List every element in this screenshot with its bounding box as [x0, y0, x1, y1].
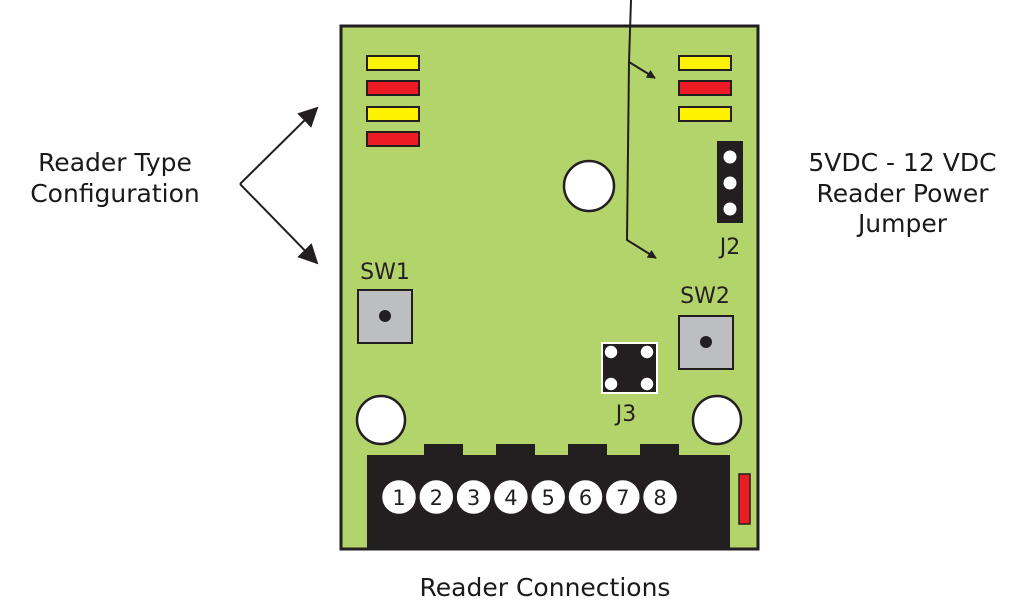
j3-jumper	[601, 342, 658, 394]
led-yellow	[678, 106, 732, 122]
led-yellow	[366, 106, 420, 122]
terminal-3	[455, 478, 492, 516]
mounting-hole	[355, 394, 407, 446]
mounting-hole	[691, 394, 743, 446]
led-yellow	[678, 55, 732, 71]
terminal-number: 7	[616, 486, 629, 510]
terminal-block-tab	[640, 444, 679, 456]
j2-jumper	[717, 141, 743, 223]
sw2-label: SW2	[680, 284, 730, 309]
terminal-number: 5	[542, 486, 555, 510]
terminal-7	[604, 478, 642, 516]
left-led-group	[366, 55, 420, 147]
j2-pin	[723, 202, 737, 216]
j3-label: J3	[614, 402, 637, 427]
sw2-switch-center	[700, 336, 712, 348]
terminal-number: 2	[430, 486, 443, 510]
pointer-arrow-bottom	[625, 61, 657, 259]
power-line-1: 5VDC - 12 VDC	[808, 148, 997, 177]
led-yellow	[366, 55, 420, 71]
j3-pin	[603, 376, 619, 392]
right-led-group	[678, 55, 732, 122]
sw1-label: SW1	[360, 260, 410, 285]
reader-power-jumper-label: 5VDC - 12 VDC Reader Power Jumper	[790, 148, 1015, 240]
power-line-2: Reader Power	[816, 178, 989, 208]
sw1-switch-center	[379, 310, 391, 322]
reader-type-line-2: Configuration	[30, 178, 200, 208]
terminal-number: 3	[467, 486, 480, 510]
led-red	[678, 80, 732, 96]
power-line-3: Jumper	[857, 209, 948, 238]
terminal-5	[529, 478, 567, 516]
terminal-6	[567, 478, 604, 516]
terminal-2	[418, 478, 455, 516]
j2-label: J2	[718, 235, 741, 260]
sw2-switch	[678, 315, 734, 370]
j3-pin	[639, 376, 655, 392]
red-indicator	[738, 473, 751, 525]
terminal-number: 6	[579, 486, 592, 510]
led-red	[366, 80, 420, 96]
mounting-hole	[562, 159, 616, 213]
config-arrow-up	[239, 106, 319, 185]
terminal-number: 8	[653, 486, 666, 510]
led-red	[366, 131, 420, 147]
terminal-1	[380, 478, 418, 516]
terminal-block-tab	[424, 444, 463, 456]
j2-pin	[723, 150, 737, 164]
j3-pin	[603, 344, 619, 360]
terminal-8	[641, 478, 679, 516]
reader-connections-label: Reader Connections	[419, 573, 671, 602]
j3-pin	[639, 344, 655, 360]
terminal-block-tab	[568, 444, 607, 456]
config-arrow-down	[239, 183, 319, 265]
j2-pin	[723, 176, 737, 190]
reader-type-line-1: Reader Type	[38, 148, 192, 177]
terminal-number: 1	[392, 486, 405, 510]
terminal-number: 4	[504, 486, 517, 510]
sw1-switch	[357, 289, 413, 344]
terminal-block-tab	[496, 444, 535, 456]
reader-type-configuration-label: Reader Type Configuration	[10, 148, 220, 209]
terminal-4	[492, 478, 530, 516]
